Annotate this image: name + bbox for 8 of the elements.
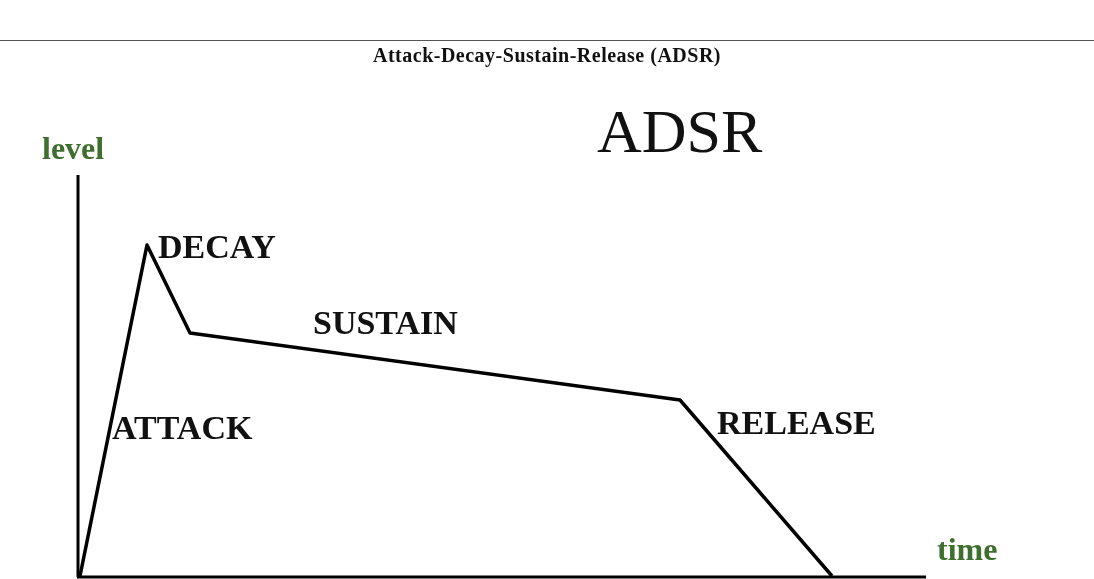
diagram-title: Attack-Decay-Sustain-Release (ADSR) [372,44,722,67]
phase-label: SUSTAIN [313,306,458,340]
phase-label: RELEASE [717,406,876,440]
phase-label: DECAY [158,230,276,264]
chart-heading: ADSR [597,100,763,162]
phase-label: ATTACK [112,411,253,445]
axis-label: time [937,533,998,565]
axis-label: level [42,132,105,164]
